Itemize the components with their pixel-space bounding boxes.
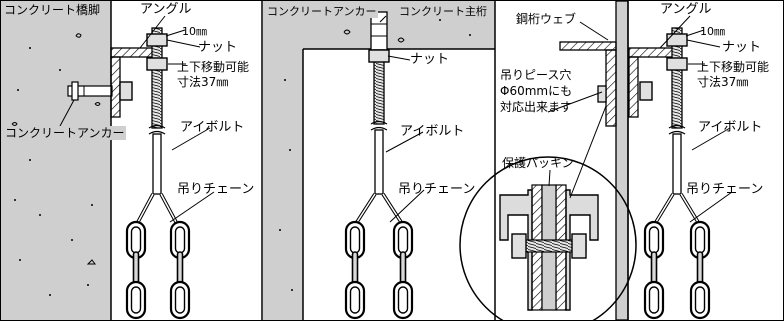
label-hole-line2: Φ60mmにも bbox=[500, 84, 573, 98]
label-eyebolt-2: アイボルト bbox=[400, 124, 465, 139]
label-adjust-line1: 上下移動可能 bbox=[177, 60, 250, 74]
panel-steel-mount bbox=[628, 27, 711, 320]
leader-lines bbox=[59, 15, 733, 223]
label-size-10mm: 10㎜ bbox=[182, 25, 207, 38]
label-angle: アングル bbox=[140, 2, 192, 17]
label-chain-3: 吊りチェーン bbox=[686, 182, 764, 197]
label-concrete-anchor-2: コンクリートアンカー bbox=[266, 5, 378, 18]
label-steel-web: 鋼桁ウェブ bbox=[516, 12, 577, 26]
label-eyebolt-3: アイボルト bbox=[698, 120, 763, 135]
label-nut-3: ナット bbox=[722, 40, 762, 55]
label-hole-line3: 対応出来ます bbox=[500, 100, 573, 114]
label-hole-line1: 吊りピース穴 bbox=[500, 68, 572, 82]
steel-web-plate bbox=[615, 0, 629, 321]
label-adjust-line1-2: 上下移動可能 bbox=[697, 60, 770, 74]
label-chain: 吊りチェーン bbox=[177, 182, 255, 197]
label-adjust-line2-2: 寸法37㎜ bbox=[697, 75, 749, 89]
label-eyebolt: アイボルト bbox=[180, 120, 245, 135]
panel-wall-mount bbox=[1, 1, 191, 320]
label-nut-2: ナット bbox=[410, 52, 450, 67]
label-chain-2: 吊りチェーン bbox=[398, 182, 476, 197]
label-concrete-anchor: コンクリートアンカー bbox=[4, 126, 126, 140]
panel-ceiling-mount bbox=[263, 1, 495, 320]
label-size-10mm-2: 10㎜ bbox=[700, 25, 725, 38]
label-adjust-line2: 寸法37㎜ bbox=[177, 75, 229, 89]
concrete-pier bbox=[1, 1, 111, 320]
panel-steel-web bbox=[459, 0, 637, 321]
label-concrete-pier: コンクリート橋脚 bbox=[3, 3, 102, 17]
label-angle-2: アングル bbox=[660, 2, 712, 17]
label-protective-packing: 保護パッキン bbox=[502, 156, 574, 170]
label-concrete-girder: コンクリート主桁 bbox=[398, 5, 488, 18]
label-nut: ナット bbox=[198, 40, 238, 55]
